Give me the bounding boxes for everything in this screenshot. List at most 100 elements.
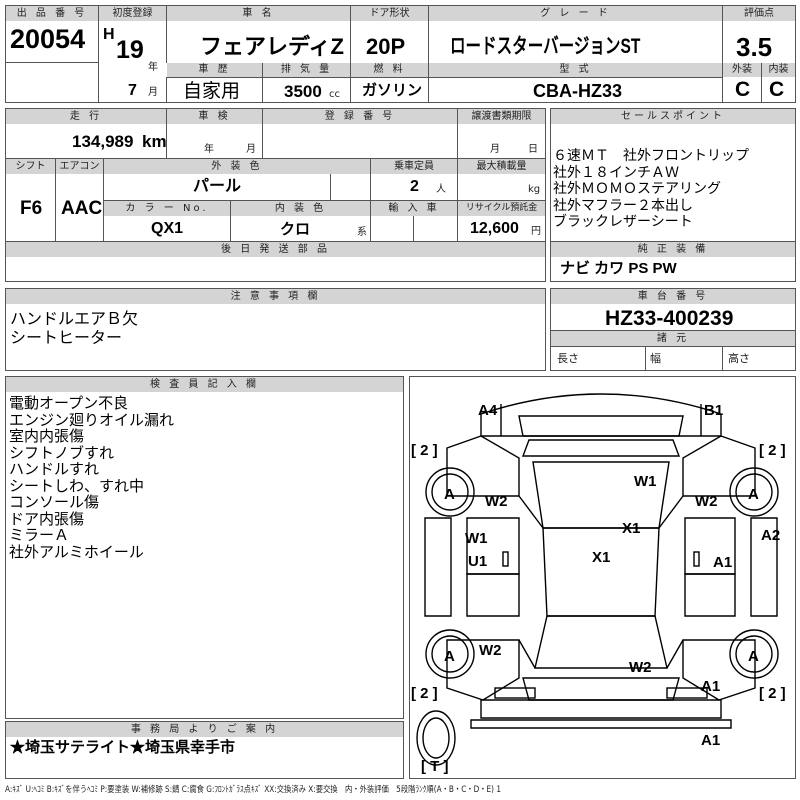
mark-a1-right-quarter: A1	[713, 554, 732, 571]
details-table	[5, 108, 546, 282]
mark-x1-windshield: X1	[622, 520, 640, 537]
sales-point: ブラックレザーシート	[553, 214, 693, 230]
aircon-label: エアコン	[56, 159, 103, 174]
mark-x1-roof: X1	[592, 549, 610, 566]
sales-point: 社外マフラー２本出し	[553, 197, 693, 214]
recycle-fee: 12,600	[470, 220, 519, 237]
inspector-item: エンジン廻りオイル漏れ	[9, 410, 175, 429]
grade-label: グ レ ー ド	[429, 6, 722, 21]
history: 自家用	[183, 80, 241, 102]
wheel-rear-right	[729, 629, 779, 679]
door-label: ドア形状	[351, 6, 428, 21]
shift-label: シフト	[6, 159, 55, 174]
notes-panel	[5, 288, 546, 371]
registration-year: 19	[116, 36, 144, 64]
interior-label: 内装	[762, 63, 795, 77]
mark-u1: U1	[468, 553, 487, 570]
model-label: 型 式	[429, 63, 722, 77]
mark-w2-front-left: W2	[485, 493, 508, 510]
exterior-label: 外装	[723, 63, 761, 77]
lot-number-label: 出 品 番 号	[6, 6, 98, 21]
history-label: 車 歴	[167, 63, 262, 77]
front-left-fender	[446, 435, 520, 497]
transfer-month-unit: 月	[490, 144, 500, 155]
mark-b1: B1	[704, 402, 723, 419]
max-load-label: 最大積載量	[458, 159, 545, 174]
equipment: ナビ カワ PS PW	[560, 260, 677, 277]
sales-point: 社外１８インチＡＷ	[553, 164, 679, 181]
left-rear-quarter	[466, 573, 520, 617]
shift: F6	[20, 198, 43, 219]
note-item: ハンドルエアＢ欠	[10, 309, 139, 328]
mileage-unit: km	[142, 132, 167, 151]
inspector-item: 室内内張傷	[9, 427, 85, 445]
score-label: 評価点	[723, 6, 795, 21]
registration-number-label: 登 録 番 号	[263, 109, 457, 124]
inspector-item: シフトノブすれ	[9, 443, 115, 462]
notes-label: 注 意 事 項 欄	[6, 289, 545, 304]
car-damage-diagram: A4 B1 [ 2 ] [ 2 ] A A W2 W1 W2 W1 X1 A2 …	[411, 393, 786, 775]
trunk-lid	[522, 677, 680, 701]
spec-width-label: 幅	[650, 352, 661, 365]
chassis-number: HZ33-400239	[605, 307, 734, 330]
wheel-mark-rl: A	[444, 648, 455, 665]
mark-w2-trunk: W2	[629, 659, 652, 676]
note-item: シートヒーター	[10, 328, 123, 347]
transfer-day-unit: 日	[528, 144, 538, 155]
interior-grade: C	[769, 78, 785, 101]
mileage-label: 走 行	[6, 109, 166, 124]
mark-a1-rear-bumper: A1	[701, 732, 720, 749]
interior-color: クロ	[280, 221, 311, 238]
wheel-front-left	[425, 467, 475, 517]
wheel-mark-fl: A	[444, 486, 455, 503]
rear-right-fender	[682, 639, 756, 701]
displacement-unit: cc	[329, 89, 340, 100]
inspector-item: 社外アルミホイール	[9, 542, 144, 561]
inspection-year-unit: 年	[204, 144, 214, 155]
color-number-label: カ ラ ー No.	[104, 201, 230, 216]
tire-tread-rr: [ 2 ]	[759, 685, 786, 702]
fuel: ガソリン	[362, 82, 423, 99]
recycle-fee-unit: 円	[531, 226, 541, 237]
import-label: 輸 入 車	[371, 201, 457, 216]
door-type: 20P	[366, 34, 406, 59]
transfer-deadline-label: 譲渡書類期限	[458, 109, 545, 124]
sales-points-panel	[550, 108, 796, 282]
interior-color-label: 内 装 色	[231, 201, 370, 216]
mark-a1-rear-right: A1	[701, 678, 720, 695]
spec-height-label: 高さ	[728, 352, 750, 365]
displacement-label: 排 気 量	[263, 63, 350, 77]
office-label: 事 務 局 よ り ご 案 内	[6, 722, 403, 737]
month-unit: 月	[148, 87, 158, 98]
chassis-panel	[550, 288, 796, 371]
registration-month: 7	[128, 82, 137, 99]
front-right-fender	[682, 435, 756, 497]
right-rear-quarter	[684, 573, 736, 617]
spare-tire-mark: [ T ]	[421, 758, 449, 775]
header-table	[5, 5, 796, 103]
office-panel	[5, 721, 404, 779]
mark-w1-hood: W1	[634, 473, 657, 490]
roof	[542, 527, 660, 617]
recycle-fee-label: リサイクル預託金	[458, 201, 545, 216]
inspector-item: シートしわ、すれ中	[9, 476, 145, 495]
inspection-month-unit: 月	[246, 144, 256, 155]
office-notice: ★埼玉サテライト★埼玉県幸手市	[10, 739, 236, 756]
notes-list: ハンドルエアＢ欠 シートヒーター	[10, 309, 138, 347]
capacity-unit: 人	[436, 184, 446, 195]
sales-point: 社外ＭＯＭＯステアリング	[553, 181, 721, 197]
exterior-color-label: 外 装 色	[104, 159, 370, 174]
inspector-panel	[5, 376, 404, 719]
tire-tread-fr: [ 2 ]	[759, 442, 786, 459]
interior-color-unit: 系	[357, 227, 367, 238]
aircon: AAC	[61, 198, 103, 219]
inspector-list: 電動オープン不良 エンジン廻りオイル漏れ 室内内張傷 シフトノブすれ ハンドルす…	[9, 395, 174, 560]
front-bumper-outline	[480, 393, 722, 437]
windshield	[532, 461, 670, 529]
mileage: 134,989	[72, 132, 134, 151]
mark-a4: A4	[478, 402, 498, 419]
capacity-label: 乗車定員	[371, 159, 457, 174]
inspector-item: ドア内張傷	[9, 509, 85, 528]
exterior-grade: C	[735, 78, 751, 101]
grade: ロードスターバージョンST	[450, 35, 641, 58]
